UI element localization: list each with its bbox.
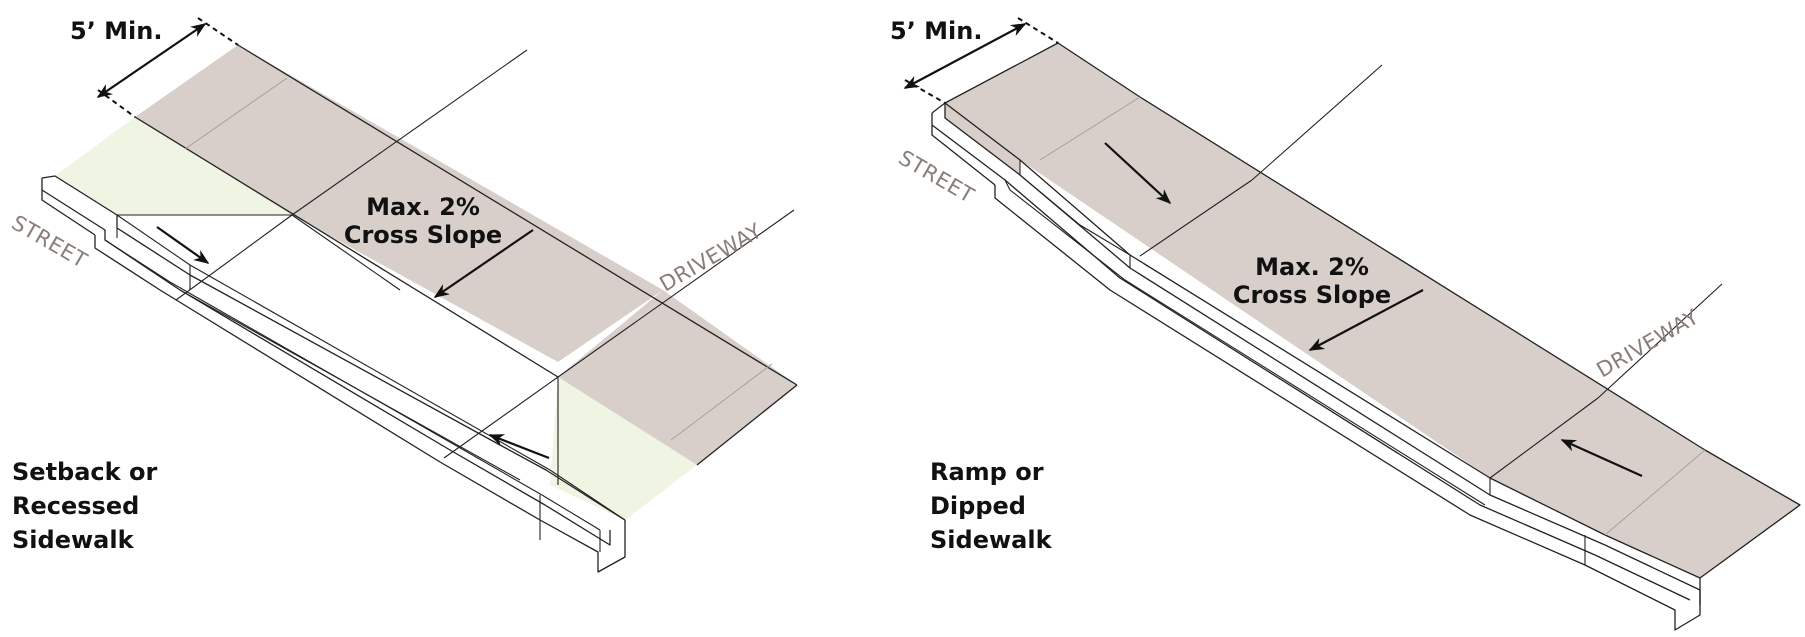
right-caption-line3: Sidewalk: [930, 526, 1053, 554]
right-arrow-ramp-down: [1104, 142, 1172, 205]
right-arrow-cross-slope: [1308, 289, 1424, 351]
left-street-label: STREET: [8, 211, 92, 273]
right-dim-ext-bottom: [904, 79, 946, 104]
left-slope-label-line1: Max. 2%: [366, 193, 480, 221]
left-dim-ext-bottom: [97, 89, 136, 118]
left-curb: [41, 175, 626, 573]
right-street-label: STREET: [895, 146, 979, 208]
right-dimension-label: 5’ Min.: [890, 17, 982, 45]
right-caption-line2: Dipped: [930, 492, 1026, 520]
right-slope-label-line2: Cross Slope: [1233, 281, 1391, 309]
left-driveway-label: DRIVEWAY: [656, 219, 767, 297]
right-sidewalk: [945, 43, 1800, 578]
left-sidewalk-lines: [117, 44, 798, 485]
left-arrow-cross-slope: [433, 229, 534, 298]
left-caption-line2: Recessed: [12, 492, 139, 520]
right-caption-line1: Ramp or: [930, 458, 1044, 486]
left-caption-line1: Setback or: [12, 458, 157, 486]
left-panel: 5’ Min. Max. 2% Cross Slope STREET DRIVE…: [8, 17, 798, 573]
left-dim-arrow: [96, 23, 207, 98]
left-arrow-ramp-down: [156, 226, 210, 264]
left-dimension-label: 5’ Min.: [70, 17, 162, 45]
left-slope-label-line2: Cross Slope: [344, 221, 502, 249]
left-lawn-bottom: [550, 377, 697, 520]
right-curb: [931, 102, 1701, 631]
right-panel: 5’ Min. Max. 2% Cross Slope STREET DRIVE…: [890, 17, 1801, 631]
right-dim-arrow: [903, 23, 1027, 89]
left-lawn-top: [55, 117, 292, 215]
right-driveway-label: DRIVEWAY: [1593, 305, 1704, 383]
right-sidewalk-lines: [944, 42, 1801, 579]
right-arrow-ramp-up: [1560, 438, 1643, 478]
left-sidewalk-lower: [558, 290, 797, 465]
left-dim-ext-top: [197, 17, 239, 46]
right-dim-ext-top: [1017, 17, 1059, 44]
left-sidewalk-upper: [135, 45, 663, 362]
left-arrow-ramp-up: [488, 433, 550, 460]
left-caption-line3: Sidewalk: [12, 526, 135, 554]
right-slope-label-line1: Max. 2%: [1255, 253, 1369, 281]
